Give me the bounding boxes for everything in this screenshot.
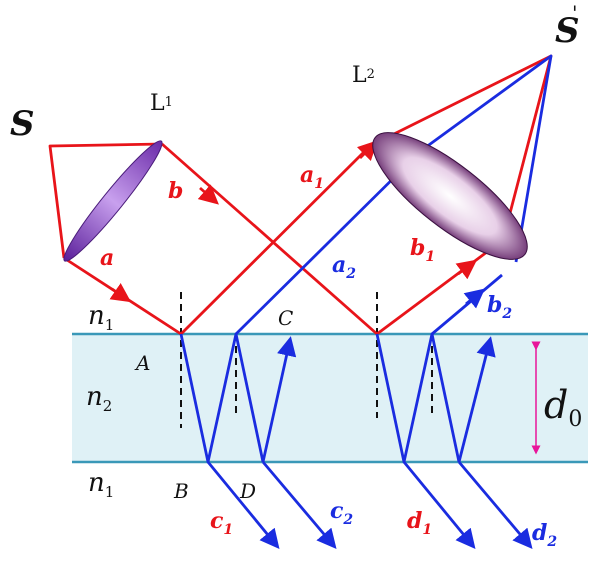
blue-arrow-d1 — [402, 461, 476, 550]
point-C-label: C — [278, 306, 293, 330]
blue-ray-zigzag-left — [179, 332, 265, 464]
ray-a1-label: a1 — [300, 162, 324, 192]
source-label: S — [10, 104, 35, 144]
lens-L2 — [372, 132, 528, 260]
thickness-label: d0 — [544, 383, 582, 432]
medium-n1-bottom-label: n1 — [88, 468, 114, 501]
ray-c2-label: c2 — [330, 498, 353, 528]
red-ray-b1 — [376, 238, 504, 336]
blue-arrow-c2 — [261, 461, 337, 549]
film-layer — [72, 334, 588, 462]
ray-a2-label: a2 — [332, 252, 356, 282]
ray-b1-label: b1 — [410, 235, 435, 265]
red-ray-upper-to-lens1 — [48, 142, 163, 259]
lens-L1 — [63, 140, 163, 262]
blue-arrow-b2 — [463, 288, 486, 309]
point-D-label: D — [239, 479, 256, 503]
image-prime-mark: ' — [572, 1, 578, 25]
lens1-label: L1 — [150, 91, 173, 116]
blue-arrow-d2 — [457, 461, 533, 549]
point-B-label: B — [173, 479, 189, 503]
blue-ray-a2-converge — [421, 54, 553, 263]
image-label: S — [555, 11, 580, 51]
lens2-label: L2 — [352, 63, 375, 88]
blue-arrow-c1 — [206, 461, 280, 550]
point-A-label: A — [134, 351, 150, 375]
red-ray-b — [161, 142, 378, 336]
medium-n2-label: n2 — [86, 382, 112, 415]
red-arrow-b — [197, 184, 219, 205]
red-arrow-b1 — [455, 259, 478, 280]
medium-n1-top-label: n1 — [88, 301, 114, 334]
ray-a-label: a — [100, 245, 114, 271]
ray-c1-label: c1 — [210, 508, 233, 538]
blue-ray-zigzag-right — [375, 332, 461, 464]
ray-b2-label: b2 — [487, 292, 512, 322]
blue-arrow-C — [261, 336, 297, 463]
ray-b-label: b — [168, 178, 183, 204]
blue-arrow-right — [457, 336, 496, 463]
red-ray-a1 — [180, 145, 371, 335]
ray-d1-label: d1 — [407, 508, 432, 538]
ray-d2-label: d2 — [532, 520, 557, 550]
red-arrow-a — [109, 283, 132, 303]
